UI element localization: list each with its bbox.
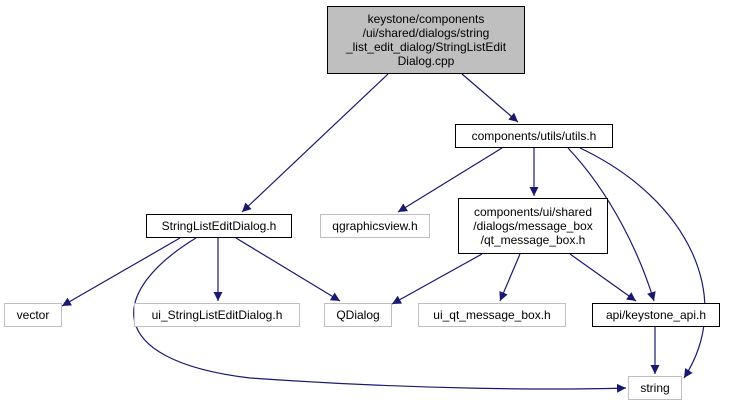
node-qgraphicsview-h: qgraphicsview.h	[320, 214, 430, 238]
edge-utils-h-to-string	[579, 147, 706, 379]
node-stringlisteditdialog-h[interactable]: StringListEditDialog.h	[146, 214, 292, 238]
node-utils-h[interactable]: components/utils/utils.h	[455, 124, 613, 148]
node-stringlisteditdialog-cpp[interactable]: keystone/components /ui/shared/dialogs/s…	[327, 6, 525, 74]
edge-stringlisteditdialog-h-to-qdialog	[235, 237, 341, 302]
edge-stringlisteditdialog-h-to-vector	[61, 237, 181, 307]
edge-main-to-stringlisteditdialog-h	[241, 73, 389, 213]
edge-qt-message-box-h-to-keystone-api-h	[569, 253, 637, 302]
edge-stringlisteditdialog-h-to-string	[133, 237, 627, 393]
node-qdialog: QDialog	[324, 303, 392, 327]
node-ui-qt-message-box-h: ui_qt_message_box.h	[418, 303, 566, 327]
edge-utils-h-to-qgraphicsview-h	[397, 147, 503, 213]
edge-main-to-utils-h	[461, 73, 519, 123]
edge-qt-message-box-h-to-ui-qt-message-box-h	[499, 253, 521, 302]
node-qt-message-box-h[interactable]: components/ui/shared /dialogs/message_bo…	[458, 198, 608, 254]
node-vector: vector	[4, 303, 62, 327]
node-ui-stringlisteditdialog-h: ui_StringListEditDialog.h	[134, 303, 300, 327]
node-keystone-api-h[interactable]: api/keystone_api.h	[592, 303, 720, 327]
node-string: string	[628, 376, 682, 400]
edge-utils-h-to-keystone-api-h	[567, 147, 656, 302]
edge-qt-message-box-h-to-qdialog	[391, 253, 483, 305]
